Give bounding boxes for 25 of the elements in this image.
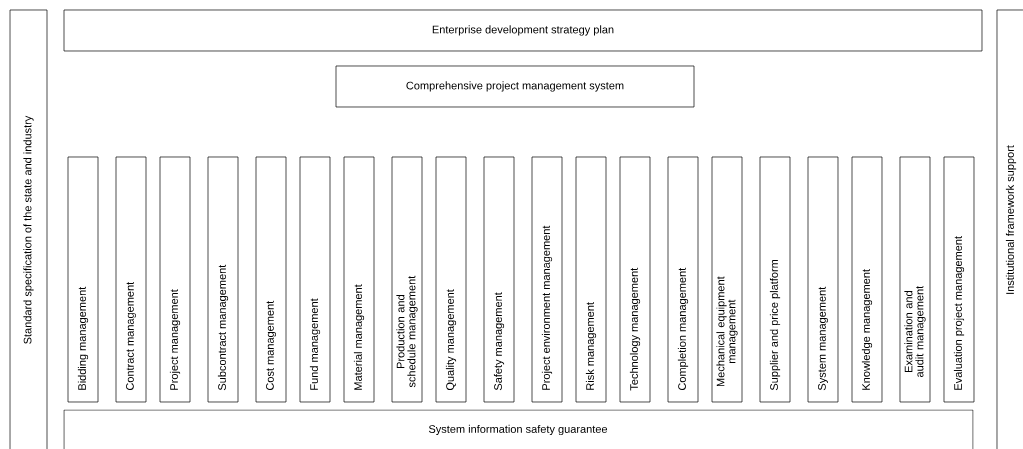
module-box: Risk management [575, 156, 607, 403]
module-box: Subcontract management [207, 156, 239, 403]
module-box: Bidding management [67, 156, 99, 403]
system-box: Comprehensive project management system [335, 65, 695, 108]
module-box: Technology management [619, 156, 651, 403]
module-box: Safety management [483, 156, 515, 403]
strategy-box: Enterprise development strategy plan [63, 9, 983, 52]
module-box: Mechanical equipment management [711, 156, 743, 403]
module-box: Evaluation project management [943, 156, 975, 403]
module-box: Quality management [435, 156, 467, 403]
module-box: Project management [159, 156, 191, 403]
side-band: Institutional framework support [996, 9, 1023, 449]
module-box: Completion management [667, 156, 699, 403]
module-box: Fund management [299, 156, 331, 403]
module-box: Production and schedule management [391, 156, 423, 403]
module-box: Examination and audit management [899, 156, 931, 403]
module-box: Contract management [115, 156, 147, 403]
side-band: Standard specification of the state and industry [9, 9, 48, 449]
module-box: Material management [343, 156, 375, 403]
module-box: Knowledge management [851, 156, 883, 403]
module-box: Project environment management [531, 156, 563, 403]
module-box: Cost management [255, 156, 287, 403]
module-box: System management [807, 156, 839, 403]
module-box: Supplier and price platform [759, 156, 791, 403]
foundation-box: System information safety guarantee [63, 409, 974, 449]
